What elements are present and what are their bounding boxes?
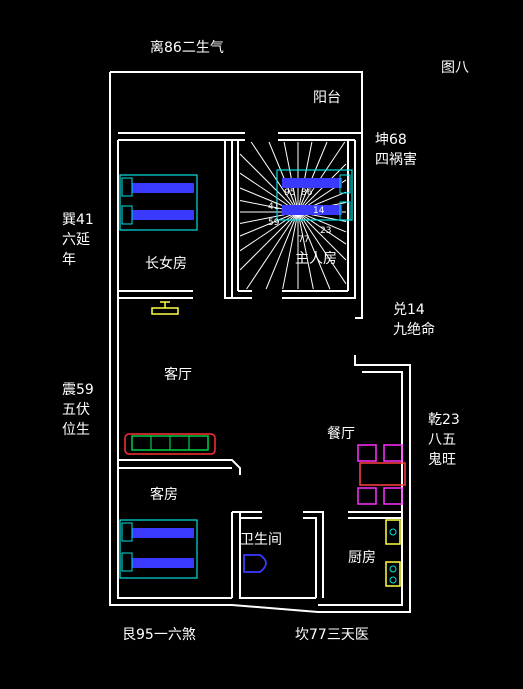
- direction-bottom-left: 艮95一六煞: [122, 627, 196, 643]
- center-number: 77: [298, 235, 309, 245]
- daughter-bed: [119, 174, 198, 231]
- room-eldest-daughter: 长女房: [145, 256, 187, 272]
- master-bed: [276, 169, 353, 221]
- ray-line: [239, 211, 299, 252]
- ray-line: [282, 211, 299, 290]
- ray-line: [297, 211, 314, 290]
- ray-line: [297, 141, 313, 213]
- ray-line: [297, 141, 346, 213]
- direction-left-upper: 巽41 六延 年: [62, 212, 94, 268]
- bath-kitchen-divider-b: [303, 517, 317, 598]
- room-bathroom: 卫生间: [240, 532, 282, 548]
- master-right-wall: [282, 140, 356, 299]
- direction-top-right: 坤68 四祸害: [375, 132, 417, 168]
- guest-bed: [119, 519, 198, 579]
- outer-wall-left: [109, 72, 232, 606]
- center-numbers: 95 86 41 14 59 77 23: [268, 188, 331, 245]
- direction-top: 离86二生气: [150, 40, 224, 56]
- room-balcony: 阳台: [313, 90, 341, 106]
- room-dining: 餐厅: [327, 426, 355, 442]
- inner-wall-left: [117, 140, 232, 599]
- center-number: 41: [268, 202, 279, 212]
- kitchen-appliances: [385, 519, 401, 587]
- outer-wall-top: [110, 71, 363, 133]
- direction-left-middle: 震59 五伏 位生: [62, 382, 94, 438]
- bath-kitchen-divider: [303, 511, 324, 598]
- dining-set: [357, 444, 406, 505]
- ceiling-lamp: [151, 301, 179, 315]
- ray-line: [239, 153, 299, 213]
- ray-line: [297, 211, 347, 233]
- figure-label: 图八: [441, 60, 469, 76]
- outer-wall-bottom-mid: [231, 604, 319, 613]
- master-left-wall: [224, 140, 233, 299]
- ray-line: [283, 141, 299, 213]
- ray-line: [268, 141, 299, 213]
- ray-line: [297, 141, 328, 213]
- ray-line: [297, 211, 347, 285]
- center-number: 14: [313, 206, 325, 216]
- ray-line: [265, 211, 299, 290]
- direction-bottom-right: 坎77三天医: [295, 627, 369, 643]
- room-master-bedroom: 主人房: [295, 251, 337, 267]
- direction-right-lower: 乾23 八五 鬼旺: [428, 412, 460, 468]
- outer-wall-right-lower: [318, 355, 411, 613]
- ray-line: [297, 211, 331, 290]
- ray-line: [297, 211, 347, 245]
- ray-line: [239, 211, 299, 271]
- center-number: 86: [301, 188, 313, 198]
- room-kitchen: 厨房: [348, 550, 376, 566]
- ray-line: [246, 211, 299, 290]
- center-number: 95: [284, 188, 295, 198]
- outer-wall-right-top: [355, 133, 363, 319]
- guest-top-wall: [118, 459, 241, 475]
- direction-right-upper: 兑14 九绝命: [393, 302, 435, 338]
- ray-line: [239, 211, 299, 237]
- walls: [109, 71, 411, 613]
- toilet: [243, 554, 267, 573]
- center-number: 59: [268, 218, 280, 228]
- room-living: 客厅: [164, 367, 192, 383]
- ray-line: [250, 141, 299, 213]
- room-guest: 客房: [150, 487, 178, 503]
- center-number: 23: [320, 226, 331, 236]
- sofa: [124, 433, 216, 455]
